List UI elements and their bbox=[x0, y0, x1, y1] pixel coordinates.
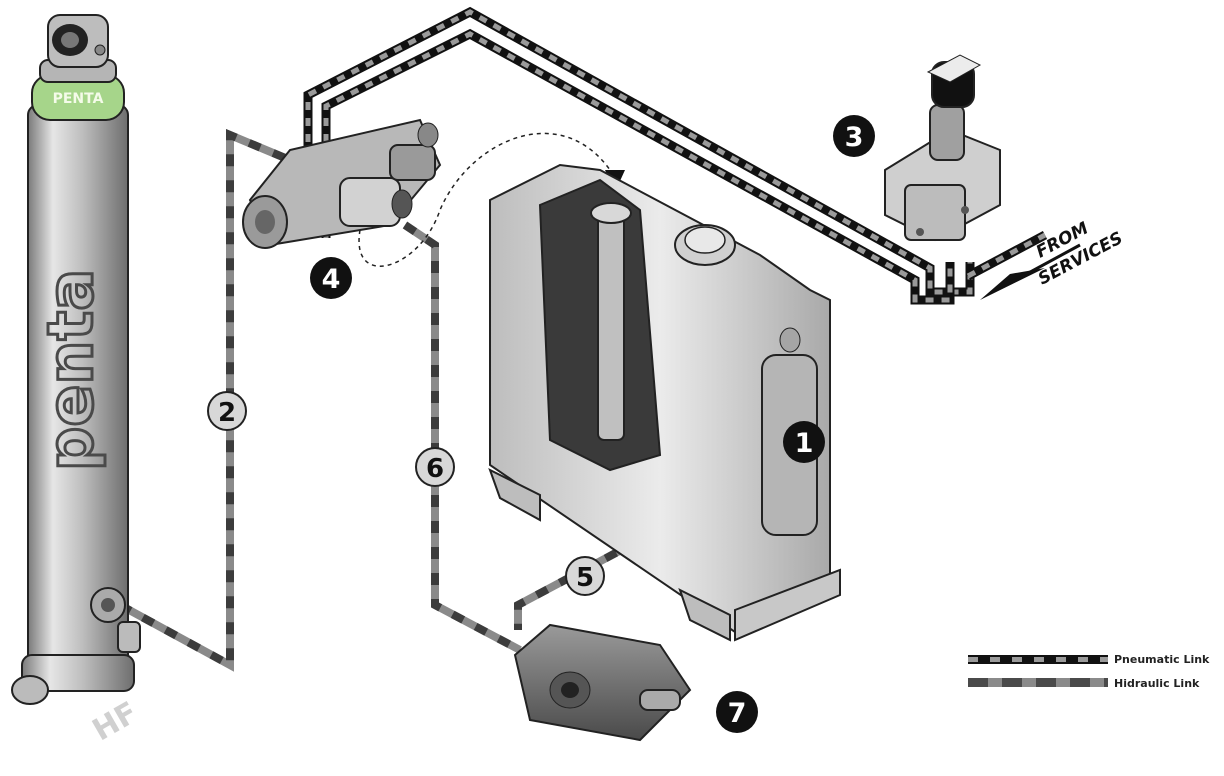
legend-label-hidraulic: Hidraulic Link bbox=[1114, 677, 1200, 690]
hydraulic-cylinder: PENTA penta HF bbox=[11, 14, 144, 748]
control-valve bbox=[242, 118, 442, 249]
services-arrow-icon bbox=[980, 268, 1045, 300]
hydraulic-pump bbox=[513, 623, 692, 742]
svg-text:7: 7 bbox=[728, 698, 747, 729]
callout-2: 2 bbox=[207, 391, 247, 431]
svg-text:2: 2 bbox=[218, 398, 236, 428]
svg-text:6: 6 bbox=[426, 454, 444, 484]
legend: Pneumatic Link Hidraulic Link bbox=[968, 653, 1210, 690]
control-lever bbox=[884, 54, 1001, 242]
callout-6: 6 bbox=[415, 447, 455, 487]
ring-brand-text: PENTA bbox=[53, 91, 104, 107]
cylinder-brand-text: penta bbox=[34, 269, 107, 471]
pneumatic-link-lines bbox=[303, 6, 1048, 305]
hf-mark: HF bbox=[87, 695, 144, 748]
svg-text:5: 5 bbox=[576, 563, 594, 593]
svg-text:3: 3 bbox=[845, 122, 864, 153]
callout-3: 3 bbox=[833, 115, 875, 157]
callout-4: 4 bbox=[310, 257, 352, 299]
oil-tank bbox=[488, 163, 841, 642]
callout-1: 1 bbox=[783, 421, 825, 463]
callout-7: 7 bbox=[716, 691, 758, 733]
legend-label-pneumatic: Pneumatic Link bbox=[1114, 653, 1210, 666]
callout-5: 5 bbox=[565, 556, 605, 596]
legend-item-hidraulic: Hidraulic Link bbox=[968, 677, 1200, 690]
legend-item-pneumatic: Pneumatic Link bbox=[968, 653, 1210, 666]
svg-text:4: 4 bbox=[322, 264, 341, 295]
svg-text:1: 1 bbox=[795, 428, 814, 459]
